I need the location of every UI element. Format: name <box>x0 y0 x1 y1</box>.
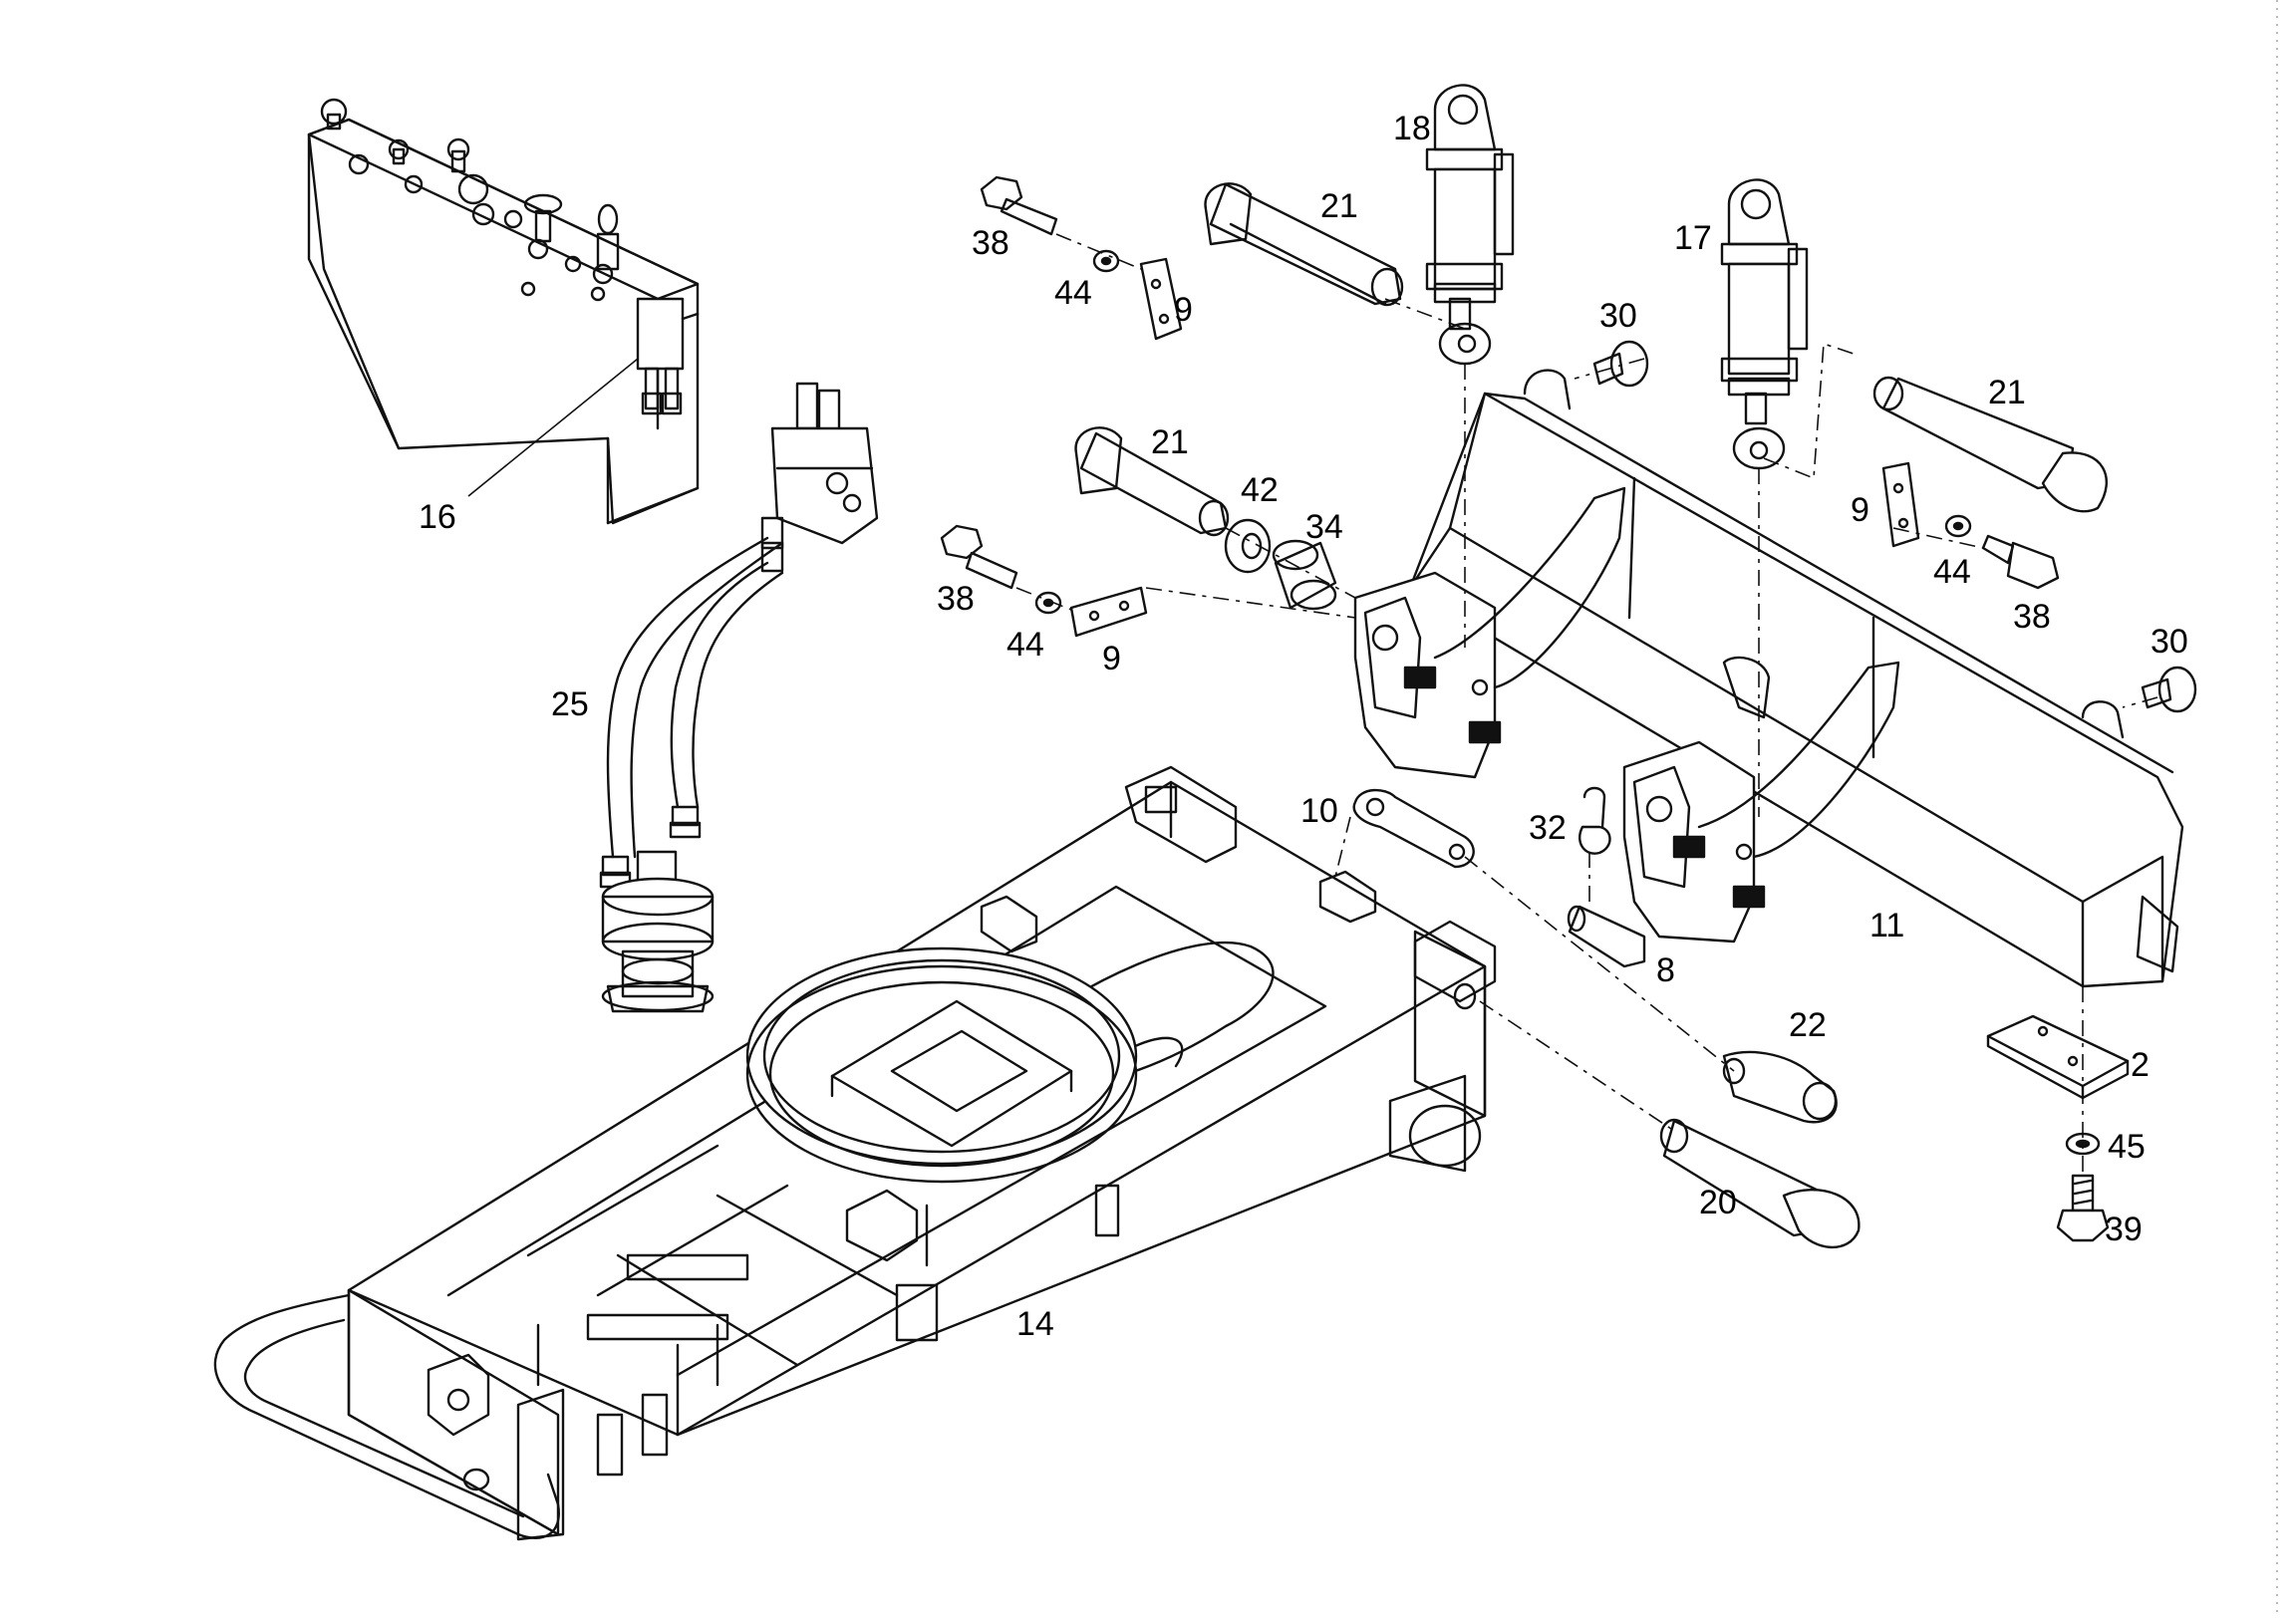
part-2-plate <box>1986 1014 2130 1100</box>
callout-2: 2 <box>2131 1046 2150 1084</box>
callout-20: 20 <box>1699 1184 1737 1221</box>
part-25-hose-assembly <box>599 382 879 1013</box>
callout-labels: 2 8 9 9 9 10 11 14 16 17 18 20 21 21 21 … <box>419 110 2188 1343</box>
part-21-pin-middle <box>1074 426 1230 537</box>
part-21-pin-right <box>1872 376 2108 513</box>
callout-8: 8 <box>1656 951 1675 989</box>
part-17-cylinder <box>1720 178 1809 470</box>
callout-38-upper: 38 <box>972 224 1009 262</box>
part-9-plate-right <box>1881 461 1920 548</box>
callout-18: 18 <box>1393 110 1431 147</box>
callout-17: 17 <box>1674 219 1712 257</box>
callout-21-middle: 21 <box>1151 423 1189 461</box>
callout-44-right: 44 <box>1933 553 1971 591</box>
callout-22: 22 <box>1789 1006 1827 1044</box>
callout-44-upper: 44 <box>1054 274 1092 312</box>
callout-32: 32 <box>1529 809 1567 847</box>
callout-39: 39 <box>2105 1211 2143 1248</box>
callout-25: 25 <box>551 685 589 723</box>
callout-21-upper: 21 <box>1320 187 1358 225</box>
part-38-bolt-right <box>1981 534 2060 590</box>
part-21-pin-upper <box>1204 182 1404 307</box>
callout-45: 45 <box>2108 1128 2146 1166</box>
callout-9-right: 9 <box>1851 491 1869 529</box>
part-18-cylinder <box>1425 84 1515 366</box>
part-8-pin <box>1567 905 1646 968</box>
leader-16 <box>467 358 639 497</box>
part-30-bolt-right <box>2141 666 2197 713</box>
part-39-bolt <box>2056 1174 2110 1242</box>
part-32-clip <box>1578 786 1611 855</box>
callout-11: 11 <box>1869 907 1904 944</box>
callout-21-right: 21 <box>1988 374 2026 411</box>
callout-9-upper: 9 <box>1174 291 1193 329</box>
assembly-lines <box>1015 233 2158 1176</box>
part-20-pin <box>1659 1118 1861 1249</box>
callout-38-middle: 38 <box>937 580 975 618</box>
part-44-washer-upper <box>1092 249 1120 273</box>
part-10-link <box>1352 788 1475 869</box>
part-42-washer <box>1224 518 1272 574</box>
part-34-bushing <box>1272 539 1337 611</box>
callout-30-upper: 30 <box>1599 297 1637 335</box>
callout-42: 42 <box>1241 471 1279 509</box>
part-44-washer-middle <box>1034 591 1062 615</box>
part-38-bolt-middle <box>940 524 1018 590</box>
part-22-pin <box>1722 1050 1838 1124</box>
part-30-bolt-upper <box>1592 340 1649 388</box>
callout-16: 16 <box>419 498 456 536</box>
callout-38-right: 38 <box>2013 598 2051 636</box>
part-16-control-box <box>307 98 700 525</box>
part-9-plate-upper <box>1139 257 1183 341</box>
part-14-main-frame <box>213 765 1497 1541</box>
callout-14: 14 <box>1016 1305 1054 1343</box>
callout-44-middle: 44 <box>1006 626 1044 664</box>
part-44-washer-right <box>1944 514 1972 538</box>
callout-30-right: 30 <box>2151 623 2188 661</box>
part-9-plate-middle <box>1069 586 1148 638</box>
callout-10: 10 <box>1300 792 1338 830</box>
callout-34: 34 <box>1305 508 1343 546</box>
part-38-bolt-upper <box>980 175 1058 236</box>
part-11-dozer-blade <box>1353 369 2184 988</box>
callout-9-middle: 9 <box>1102 640 1121 677</box>
